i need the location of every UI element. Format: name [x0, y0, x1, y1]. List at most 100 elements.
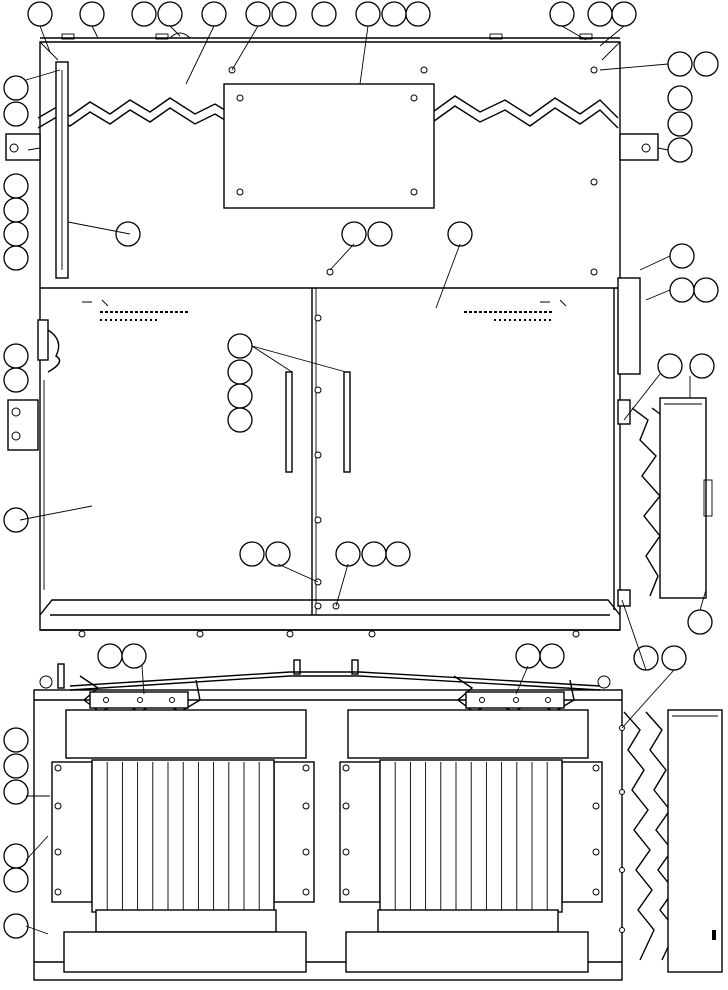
- callout-balloon: [669, 243, 695, 269]
- callout-balloon: [657, 353, 683, 379]
- callout-balloon: [79, 1, 105, 27]
- callout-balloon: [667, 85, 693, 111]
- callout-balloon: [3, 75, 29, 101]
- callout-balloon: [3, 197, 29, 223]
- callout-balloon: [405, 1, 431, 27]
- callout-balloon: [245, 1, 271, 27]
- leader-line: [169, 25, 181, 37]
- callout-balloon: [201, 1, 227, 27]
- callout-balloon: [227, 407, 253, 433]
- callout-balloon: [227, 333, 253, 359]
- callout-balloon: [669, 277, 695, 303]
- leader-line: [335, 563, 349, 607]
- callout-balloon: [157, 1, 183, 27]
- callout-balloon: [361, 541, 387, 567]
- leader-lines: [19, 25, 707, 935]
- exploded-side-cover-upper: [631, 397, 713, 599]
- callout-balloon: [239, 541, 265, 567]
- callout-balloon: [97, 643, 123, 669]
- callout-balloon: [687, 609, 713, 635]
- plate-bolt: [592, 888, 600, 896]
- exploded-side-cover-lower: [619, 709, 723, 973]
- cooling-fins-right: [379, 759, 563, 913]
- callout-balloon: [3, 779, 29, 805]
- leader-line: [561, 25, 587, 41]
- callout-balloon: [693, 51, 719, 77]
- callout-balloon: [3, 221, 29, 247]
- plate-bolt: [592, 848, 600, 856]
- callout-balloon: [549, 1, 575, 27]
- callout-balloon: [611, 1, 637, 27]
- callout-balloon: [667, 111, 693, 137]
- transformer-top-block-left: [65, 709, 307, 759]
- leader-line: [515, 665, 529, 695]
- door-handle-right: [343, 371, 351, 473]
- callout-balloon: [633, 645, 659, 671]
- access-plate: [223, 83, 435, 209]
- leader-line: [251, 345, 347, 373]
- plate-bolt: [342, 848, 350, 856]
- leader-line: [621, 599, 647, 671]
- callout-balloon: [341, 221, 367, 247]
- callout-balloon: [689, 353, 715, 379]
- callout-balloon: [381, 1, 407, 27]
- callout-balloon: [131, 1, 157, 27]
- callout-balloon: [271, 1, 297, 27]
- leader-line: [623, 373, 661, 421]
- callout-balloon: [661, 645, 687, 671]
- plate-bolt: [54, 764, 62, 772]
- callout-balloon: [335, 541, 361, 567]
- callout-balloon: [311, 1, 337, 27]
- plate-bolt: [54, 888, 62, 896]
- callout-balloon: [3, 843, 29, 869]
- callout-balloon: [27, 1, 53, 27]
- callout-balloon: [3, 101, 29, 127]
- callout-balloon: [355, 1, 381, 27]
- plate-bolt: [592, 764, 600, 772]
- callout-balloon: [3, 367, 29, 393]
- leader-line: [39, 25, 51, 53]
- callout-balloon: [227, 383, 253, 409]
- door-handle-left: [285, 371, 293, 473]
- plate-bolt: [54, 802, 62, 810]
- transformer-base-block-right: [345, 931, 589, 973]
- callout-balloon: [693, 277, 719, 303]
- callout-balloon: [3, 507, 29, 533]
- callout-balloon: [3, 343, 29, 369]
- leader-line: [27, 147, 41, 151]
- callout-balloon: [667, 51, 693, 77]
- callout-balloon: [3, 867, 29, 893]
- plate-bolt: [302, 802, 310, 810]
- leader-line: [599, 25, 625, 47]
- plate-bolt: [54, 848, 62, 856]
- leader-line: [19, 505, 93, 521]
- transformer-base-block-left: [63, 931, 307, 973]
- warning-decals: [82, 299, 567, 321]
- leader-line: [699, 589, 707, 611]
- callout-balloon: [539, 643, 565, 669]
- leader-line: [91, 25, 99, 39]
- plate-bolt: [302, 848, 310, 856]
- upper-enclosure: [5, 32, 659, 638]
- leader-line: [435, 243, 461, 309]
- leader-line: [277, 563, 319, 583]
- leader-line: [25, 69, 61, 81]
- callout-balloon: [385, 541, 411, 567]
- plate-bolt: [592, 802, 600, 810]
- callout-balloon: [227, 359, 253, 385]
- callout-balloons: [3, 1, 719, 939]
- plate-bolt: [342, 888, 350, 896]
- callout-balloon: [667, 137, 693, 163]
- callout-balloon: [367, 221, 393, 247]
- leader-line: [329, 243, 355, 271]
- leader-line: [359, 25, 369, 85]
- callout-balloon: [3, 753, 29, 779]
- leader-line: [639, 255, 671, 271]
- callout-balloon: [121, 643, 147, 669]
- callout-balloon: [447, 221, 473, 247]
- leader-line: [141, 665, 145, 695]
- lower-enclosure: [33, 659, 623, 981]
- callout-balloon: [587, 1, 613, 27]
- plate-bolt: [302, 764, 310, 772]
